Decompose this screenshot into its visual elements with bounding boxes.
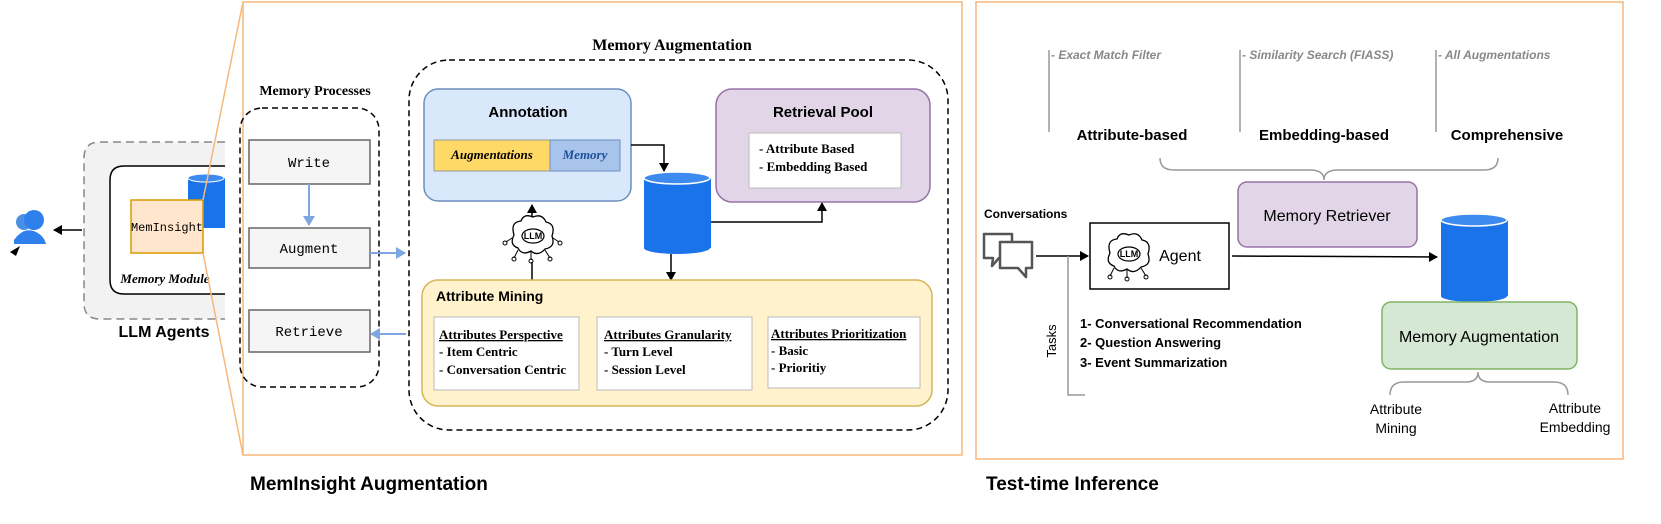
tasks-bracket xyxy=(1067,256,1085,396)
left-caption: MemInsight Augmentation xyxy=(250,474,488,495)
user-group-icon xyxy=(10,210,46,256)
annotation-title: Annotation xyxy=(488,104,567,121)
conversations-label: Conversations xyxy=(984,207,1068,221)
chat-bubbles-icon xyxy=(982,232,1034,279)
attribute-group-item: - Item Centric xyxy=(439,344,518,359)
augmentation-brace xyxy=(1389,371,1569,396)
aug-output-label: Mining xyxy=(1375,420,1416,436)
aug-output-label: Attribute xyxy=(1549,400,1601,416)
retrieve-box xyxy=(248,309,371,353)
agent-to-db-arrow xyxy=(1231,251,1438,262)
method-label: Comprehensive xyxy=(1451,127,1564,144)
attribute-group-box xyxy=(433,316,580,391)
task-item: 2- Question Answering xyxy=(1080,335,1221,350)
memory-processes-panel xyxy=(239,107,380,388)
method-label: Attribute-based xyxy=(1077,127,1188,144)
memory-augmentation-label: Memory Augmentation xyxy=(1399,329,1559,346)
augmentations-tag xyxy=(433,139,551,172)
method-note: - All Augmentations xyxy=(1438,48,1551,62)
augmented-memory-database-icon xyxy=(643,171,711,254)
aug-output-label: Embedding xyxy=(1540,419,1611,435)
memory-label: Memory xyxy=(562,147,608,162)
attribute-group-title: Attributes Perspective xyxy=(439,327,563,342)
task-item: 1- Conversational Recommendation xyxy=(1080,316,1302,331)
right-caption: Test-time Inference xyxy=(986,474,1159,495)
method-label: Embedding-based xyxy=(1259,127,1389,144)
zoom-line-top xyxy=(202,1,244,201)
memory-tag xyxy=(549,139,621,172)
augmentations-label: Augmentations xyxy=(450,147,533,162)
attribute-group-item: - Basic xyxy=(771,343,808,358)
memory-database-icon xyxy=(1440,213,1508,302)
db-to-retrieval-arrow xyxy=(711,202,827,223)
test-time-panel xyxy=(975,1,1624,460)
aug-output-label: Attribute xyxy=(1370,401,1422,417)
methods-brace xyxy=(1159,157,1499,181)
task-item: 3- Event Summarization xyxy=(1080,355,1227,370)
llm-brain-icon xyxy=(1107,233,1150,282)
memory-processes-title: Memory Processes xyxy=(259,84,371,99)
memory-module-label: Memory Module xyxy=(119,271,209,286)
zoom-line-bottom xyxy=(202,252,244,456)
memory-retriever-box xyxy=(1237,181,1418,248)
memory-augmentation-panel xyxy=(408,59,949,431)
llm-label: LLM xyxy=(524,231,543,241)
annotation-to-db-arrow xyxy=(631,144,669,172)
attribute-group-box xyxy=(596,316,753,391)
retrieval-pool-list xyxy=(748,132,902,189)
memory-augmentation-box xyxy=(1381,301,1578,370)
write-label: Write xyxy=(288,156,330,172)
attribute-group-title: Attributes Prioritization xyxy=(771,326,907,341)
attribute-group-box xyxy=(767,316,921,389)
attribute-group-title: Attributes Granularity xyxy=(604,327,732,342)
attribute-group-item: - Prioritiy xyxy=(771,360,827,375)
attribute-mining-title: Attribute Mining xyxy=(436,288,543,304)
attribute-group-item: - Session Level xyxy=(604,362,686,377)
memory-retriever-label: Memory Retriever xyxy=(1263,208,1391,225)
meminsight-label: MemInsight xyxy=(131,221,203,235)
attribute-group-item: - Turn Level xyxy=(604,344,673,359)
retrieval-pool-item: - Embedding Based xyxy=(759,159,868,174)
llm-agents-title: LLM Agents xyxy=(119,324,210,341)
tasks-label: Tasks xyxy=(1044,324,1059,358)
augment-label: Augment xyxy=(280,242,339,258)
memory-augmentation-title: Memory Augmentation xyxy=(592,37,752,54)
llm-label: LLM xyxy=(1120,249,1139,259)
agent-label: Agent xyxy=(1159,248,1201,265)
retrieval-pool-title: Retrieval Pool xyxy=(773,104,873,121)
meminsight-box xyxy=(130,199,204,254)
retrieval-pool-item: - Attribute Based xyxy=(759,141,855,156)
method-note: - Similarity Search (FIASS) xyxy=(1242,48,1393,62)
augment-box xyxy=(248,227,371,269)
llm-brain-icon xyxy=(502,215,563,264)
meminsight-panel xyxy=(242,1,963,456)
retrieve-label: Retrieve xyxy=(275,325,342,341)
method-note: - Exact Match Filter xyxy=(1051,48,1162,62)
attribute-group-item: - Conversation Centric xyxy=(439,362,566,377)
